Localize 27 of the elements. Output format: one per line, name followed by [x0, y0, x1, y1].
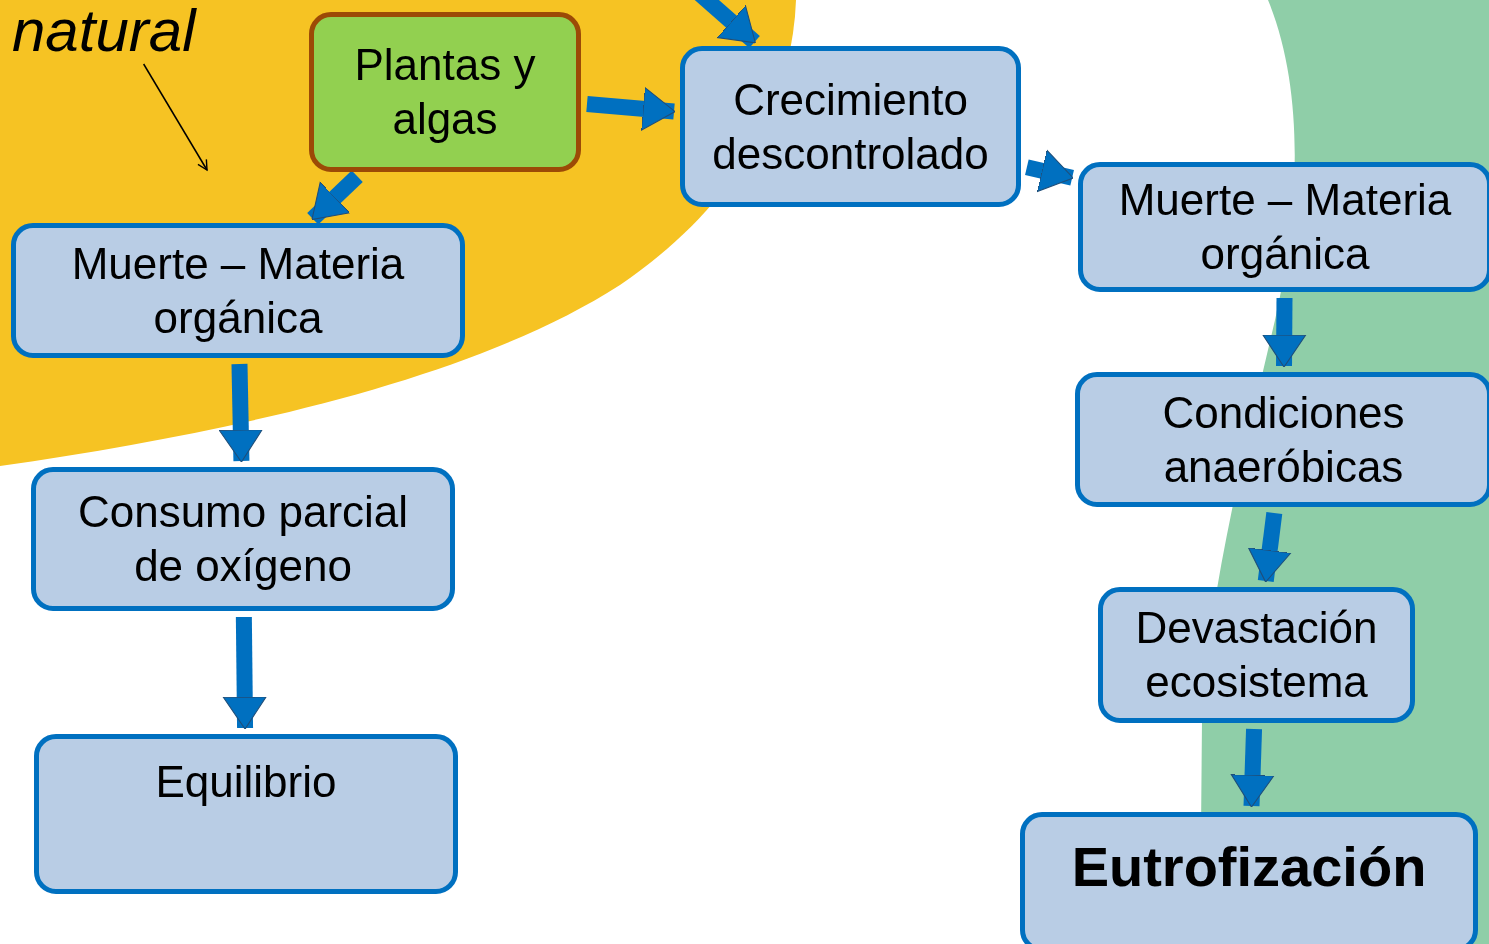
box-text: Eutrofización: [1071, 834, 1427, 900]
box-text: Condiciones anaeróbicas: [1161, 386, 1406, 493]
process-box: [31, 467, 455, 611]
block-arrow: [1262, 297, 1307, 368]
box-text: Plantas y algas: [353, 39, 537, 145]
block-arrow: [1230, 728, 1275, 808]
block-arrow: [1247, 511, 1292, 583]
process-box: [1098, 587, 1415, 723]
process-box: [34, 734, 458, 894]
box-text: Crecimiento descontrolado: [711, 73, 990, 180]
annotation-text: natural: [12, 0, 237, 64]
block-arrow: [1025, 149, 1074, 193]
process-box: [1078, 162, 1489, 292]
box-text: Muerte – Materia orgánica: [1117, 174, 1453, 280]
process-box: [680, 46, 1021, 207]
box-text: Equilibrio: [155, 756, 337, 808]
process-box: [309, 12, 581, 172]
block-arrow: [222, 616, 267, 730]
box-text: Muerte – Materia orgánica: [70, 237, 406, 344]
leader-line: [142, 63, 208, 171]
process-box: [1075, 372, 1489, 507]
block-arrow: [586, 87, 676, 131]
block-arrow: [307, 170, 363, 225]
box-text: Devastación ecosistema: [1134, 602, 1379, 708]
process-box: [1020, 812, 1478, 944]
box-text: Consumo parcial de oxígeno: [76, 486, 410, 592]
process-box: [11, 223, 465, 358]
